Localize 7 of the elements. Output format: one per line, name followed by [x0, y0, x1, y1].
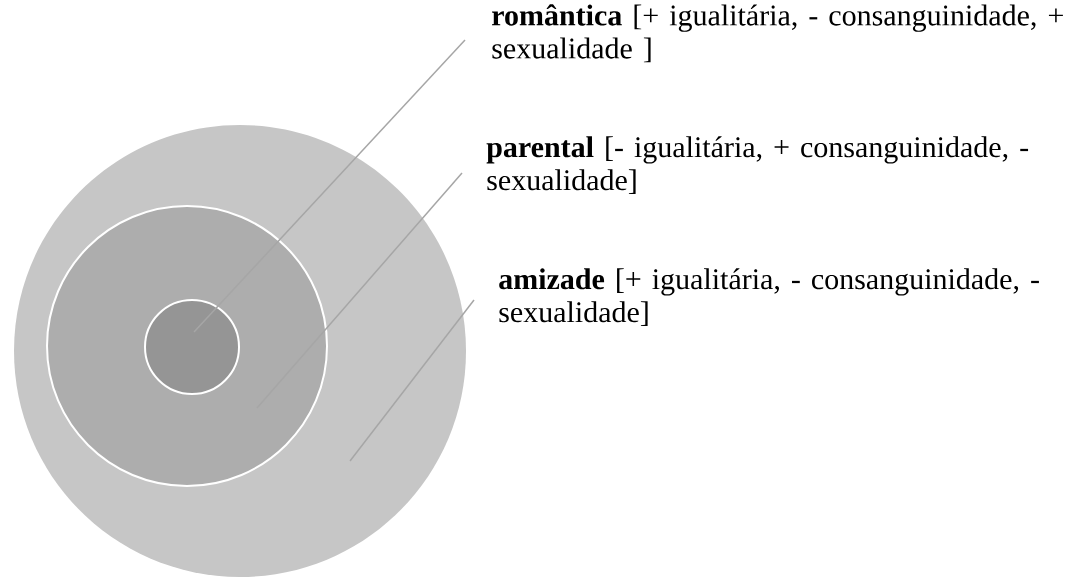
leader-line	[193, 39, 466, 333]
leader-line	[256, 172, 463, 409]
text-label: parental [- igualitária, + consanguinidade, - sexualidade]	[486, 136, 1029, 195]
text-label: romântica [+ igualitária, - consanguinidade, + sexualidade ]	[492, 4, 1063, 63]
circle	[144, 299, 240, 395]
leader-line	[349, 299, 475, 462]
text-label: amizade [+ igualitária, - consanguinidade, - sexualidade]	[499, 268, 1039, 327]
